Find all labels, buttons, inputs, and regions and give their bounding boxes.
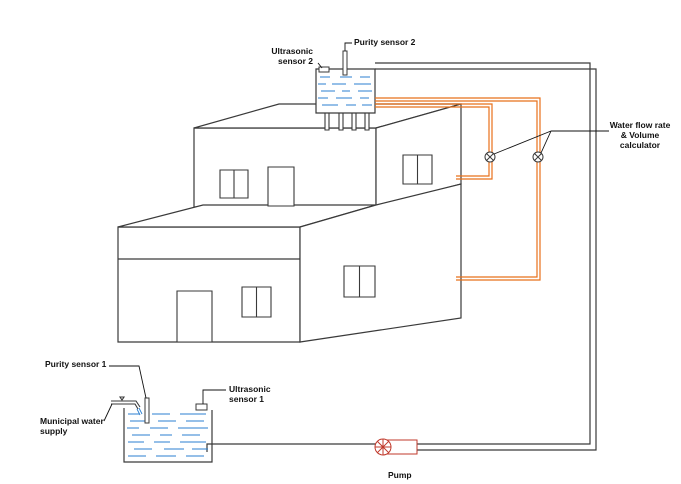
label-municipal-line1: Municipal water <box>40 416 104 426</box>
label-flow-calculator-line1: Water flow rate <box>609 120 671 130</box>
label-ultrasonic-sensor-1: Ultrasonic sensor 1 <box>229 384 271 404</box>
lower-block-side <box>300 184 461 342</box>
flow-meter-icon <box>485 152 543 162</box>
label-ultrasonic-sensor-1-line1: Ultrasonic <box>229 384 271 394</box>
window-upper-side <box>403 155 432 184</box>
roof-tank-water <box>318 77 372 105</box>
label-flow-calculator-line3: calculator <box>619 140 661 150</box>
ground-tank <box>124 398 212 462</box>
door-upper <box>268 167 294 206</box>
pump-icon <box>375 439 417 455</box>
label-flow-calculator: Water flow rate & Volume calculator <box>601 120 679 150</box>
label-municipal-water-supply: Municipal water supply <box>40 416 104 436</box>
label-municipal-line2: supply <box>40 426 68 436</box>
leader-municipal <box>104 404 112 421</box>
leader-flow-2 <box>541 131 551 153</box>
door-lower <box>177 291 212 342</box>
supply-water-stream <box>137 408 142 415</box>
tank-icon <box>316 51 375 130</box>
ground-tank-water <box>127 414 208 456</box>
label-ultrasonic-sensor-1-line2: sensor 1 <box>229 394 264 404</box>
window-lower-side <box>344 266 375 297</box>
label-pump: Pump <box>388 470 412 480</box>
ultrasonic-sensor-1 <box>196 404 207 410</box>
leader-flow-1 <box>494 131 551 154</box>
ultrasonic-sensor-2 <box>319 67 329 72</box>
label-purity-sensor-1: Purity sensor 1 <box>45 359 107 369</box>
flow-meter-2 <box>533 152 543 162</box>
leader-lines <box>104 43 609 421</box>
leader-purity-2 <box>345 43 352 51</box>
label-purity-sensor-2: Purity sensor 2 <box>354 37 416 47</box>
window-lower-front <box>242 287 271 317</box>
purity-sensor-2 <box>343 51 347 75</box>
distribution-pipes <box>375 98 540 280</box>
label-ultrasonic-sensor-2-line1: Ultrasonic <box>271 46 313 56</box>
window-upper-left <box>220 170 248 198</box>
flow-meter-1 <box>485 152 495 162</box>
label-ultrasonic-sensor-2-line2: sensor 2 <box>278 56 313 66</box>
label-flow-calculator-line2: & Volume <box>620 130 660 140</box>
label-ultrasonic-sensor-2: Ultrasonic sensor 2 <box>248 46 313 66</box>
leader-purity-1 <box>109 366 146 398</box>
leader-ultrasonic-1 <box>203 390 226 404</box>
purity-sensor-1 <box>145 398 149 423</box>
house-icon <box>118 104 461 342</box>
leader-ultrasonic-2 <box>318 63 322 68</box>
tap-icon <box>111 397 140 409</box>
